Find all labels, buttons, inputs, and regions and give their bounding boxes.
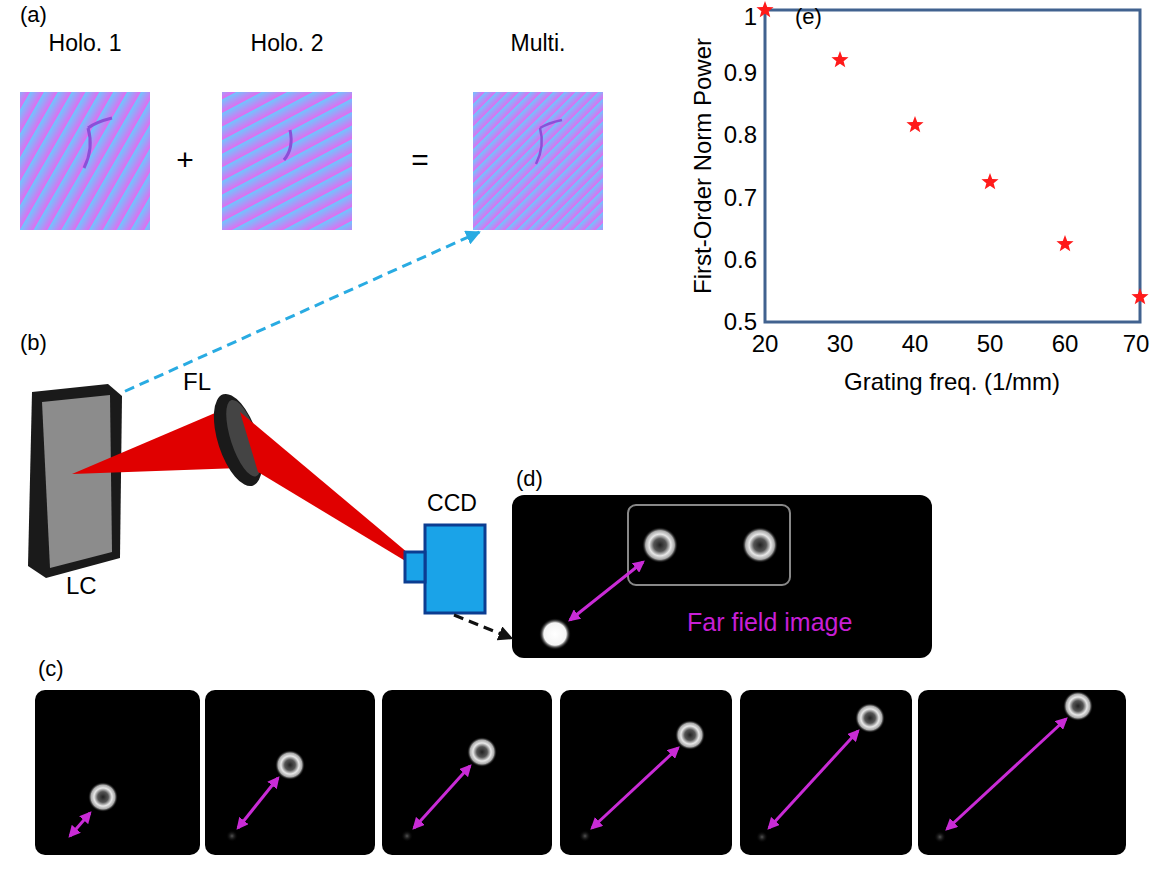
far-field-box: Far field image [512,495,932,658]
node-label: Holo. 2 [251,30,324,56]
annotation-label: 0.7 [724,184,757,212]
far-field-sequence [35,690,1126,855]
annotation-label: 70 [1123,330,1150,358]
hologram [473,92,603,230]
hologram [20,92,150,230]
annotation-label: 0.6 [724,246,757,274]
dashed-arrow [454,615,512,638]
annotation-label: 0.9 [724,59,757,87]
ccd-camera [405,525,485,613]
laser-beam [240,412,414,565]
ccd-camera: CCD [400,490,490,615]
scatter-chart [756,1,1148,322]
annotation-label: 50 [977,330,1004,358]
annotation-label: (b) [20,330,47,355]
annotation-label: (c) [38,656,64,681]
annotation-label: 40 [902,330,929,358]
annotation-label: + [176,143,194,178]
annotation-label: 0.8 [724,121,757,149]
hologram-panel: Multi. [473,28,603,232]
dashed-arrow [125,232,480,391]
node-label: Holo. 1 [49,30,122,56]
annotation-label: 60 [1052,330,1079,358]
annotation-label: Grating freq. (1/mm) [844,368,1060,396]
annotation-label: (e) [795,4,822,29]
annotation-label: 20 [752,330,779,358]
hologram-panel: Holo. 2 [222,28,352,232]
node-label: LC [66,572,97,600]
annotation-label: 1 [744,3,757,31]
annotation-label: (d) [516,466,543,491]
annotation-label: (a) [20,2,47,27]
annotation-label: 30 [827,330,854,358]
hologram [222,92,352,230]
annotation-label: = [411,143,429,178]
hologram-panel: Holo. 1 [20,28,150,232]
node-label: CCD [427,490,477,516]
far-field-image [512,495,932,658]
annotation-label: FL [183,368,211,396]
slm-device: LC [20,380,125,605]
node-label: Multi. [511,30,566,56]
liquid-crystal-slm [28,384,122,578]
annotation-label: First-Order Norm Power [689,38,717,294]
node-label: Far field image [687,608,852,637]
